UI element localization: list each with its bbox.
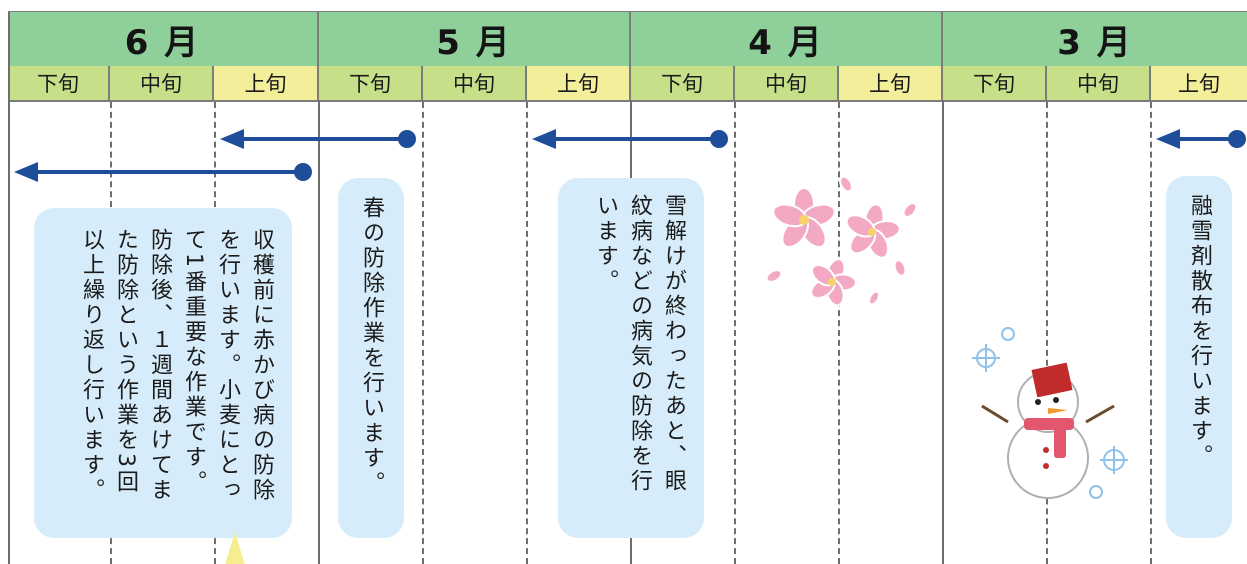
- april-early: 上旬: [839, 66, 943, 100]
- month-header-june: 6 月: [8, 12, 319, 66]
- april-mid: 中旬: [735, 66, 839, 100]
- april-note-text: 雪解けが終わったあと、眼 紋病などの病気の防除を行 います。: [593, 194, 686, 494]
- month-divider: [942, 100, 944, 564]
- june-note-text: 収穫前に赤かび病の防除 を行います。小麦にとっ て1番重要な作業です。 防除後、…: [79, 228, 274, 503]
- june-note-bubble: 収穫前に赤かび病の防除 を行います。小麦にとっ て1番重要な作業です。 防除後、…: [34, 208, 292, 538]
- march-mid: 中旬: [1047, 66, 1151, 100]
- month-header-may: 5 月: [319, 12, 631, 66]
- june-period-arrow: [14, 162, 312, 182]
- june-mid: 中旬: [110, 66, 214, 100]
- arrow-head-icon: [532, 129, 556, 149]
- period-divider: [838, 102, 840, 564]
- may-mid: 中旬: [423, 66, 527, 100]
- may-early: 上旬: [527, 66, 631, 100]
- may-note-text: 春の防除作業を行います。: [359, 196, 384, 496]
- timeline-body: [8, 100, 1247, 564]
- month-header-row: 6 月 5 月 4 月 3 月: [8, 12, 1247, 66]
- period-divider: [422, 102, 424, 564]
- month-header-april: 4 月: [631, 12, 943, 66]
- cherry-blossom-icon: [765, 175, 918, 307]
- left-border: [8, 12, 10, 564]
- period-divider: [734, 102, 736, 564]
- may-late: 下旬: [319, 66, 423, 100]
- june-early: 上旬: [214, 66, 319, 100]
- period-header-row: 下旬 中旬 上旬 下旬 中旬 上旬 下旬 中旬 上旬 下旬 中旬 上旬: [8, 66, 1247, 100]
- june-late: 下旬: [8, 66, 110, 100]
- april-period-arrow: [532, 129, 728, 149]
- arrow-head-icon: [14, 162, 38, 182]
- march-note-text: 融雪剤散布を行います。: [1187, 194, 1212, 469]
- arrow-start-dot-icon: [710, 130, 728, 148]
- bubble-pointer: [224, 532, 246, 564]
- month-header-march: 3 月: [943, 12, 1247, 66]
- period-divider: [526, 102, 528, 564]
- snowman-icon: [972, 327, 1128, 499]
- arrow-start-dot-icon: [294, 163, 312, 181]
- march-late: 下旬: [943, 66, 1047, 100]
- april-late: 下旬: [631, 66, 735, 100]
- arrow-start-dot-icon: [1228, 130, 1246, 148]
- march-note-bubble: 融雪剤散布を行います。: [1166, 176, 1232, 538]
- arrow-start-dot-icon: [398, 130, 416, 148]
- period-divider: [1046, 102, 1048, 564]
- may-period-arrow: [220, 129, 416, 149]
- arrow-head-icon: [1156, 129, 1180, 149]
- arrow-head-icon: [220, 129, 244, 149]
- march-period-arrow: [1156, 129, 1246, 149]
- month-divider: [318, 100, 320, 564]
- march-early: 上旬: [1151, 66, 1247, 100]
- april-note-bubble: 雪解けが終わったあと、眼 紋病などの病気の防除を行 います。: [558, 178, 704, 538]
- may-note-bubble: 春の防除作業を行います。: [338, 178, 404, 538]
- period-divider: [1150, 102, 1152, 564]
